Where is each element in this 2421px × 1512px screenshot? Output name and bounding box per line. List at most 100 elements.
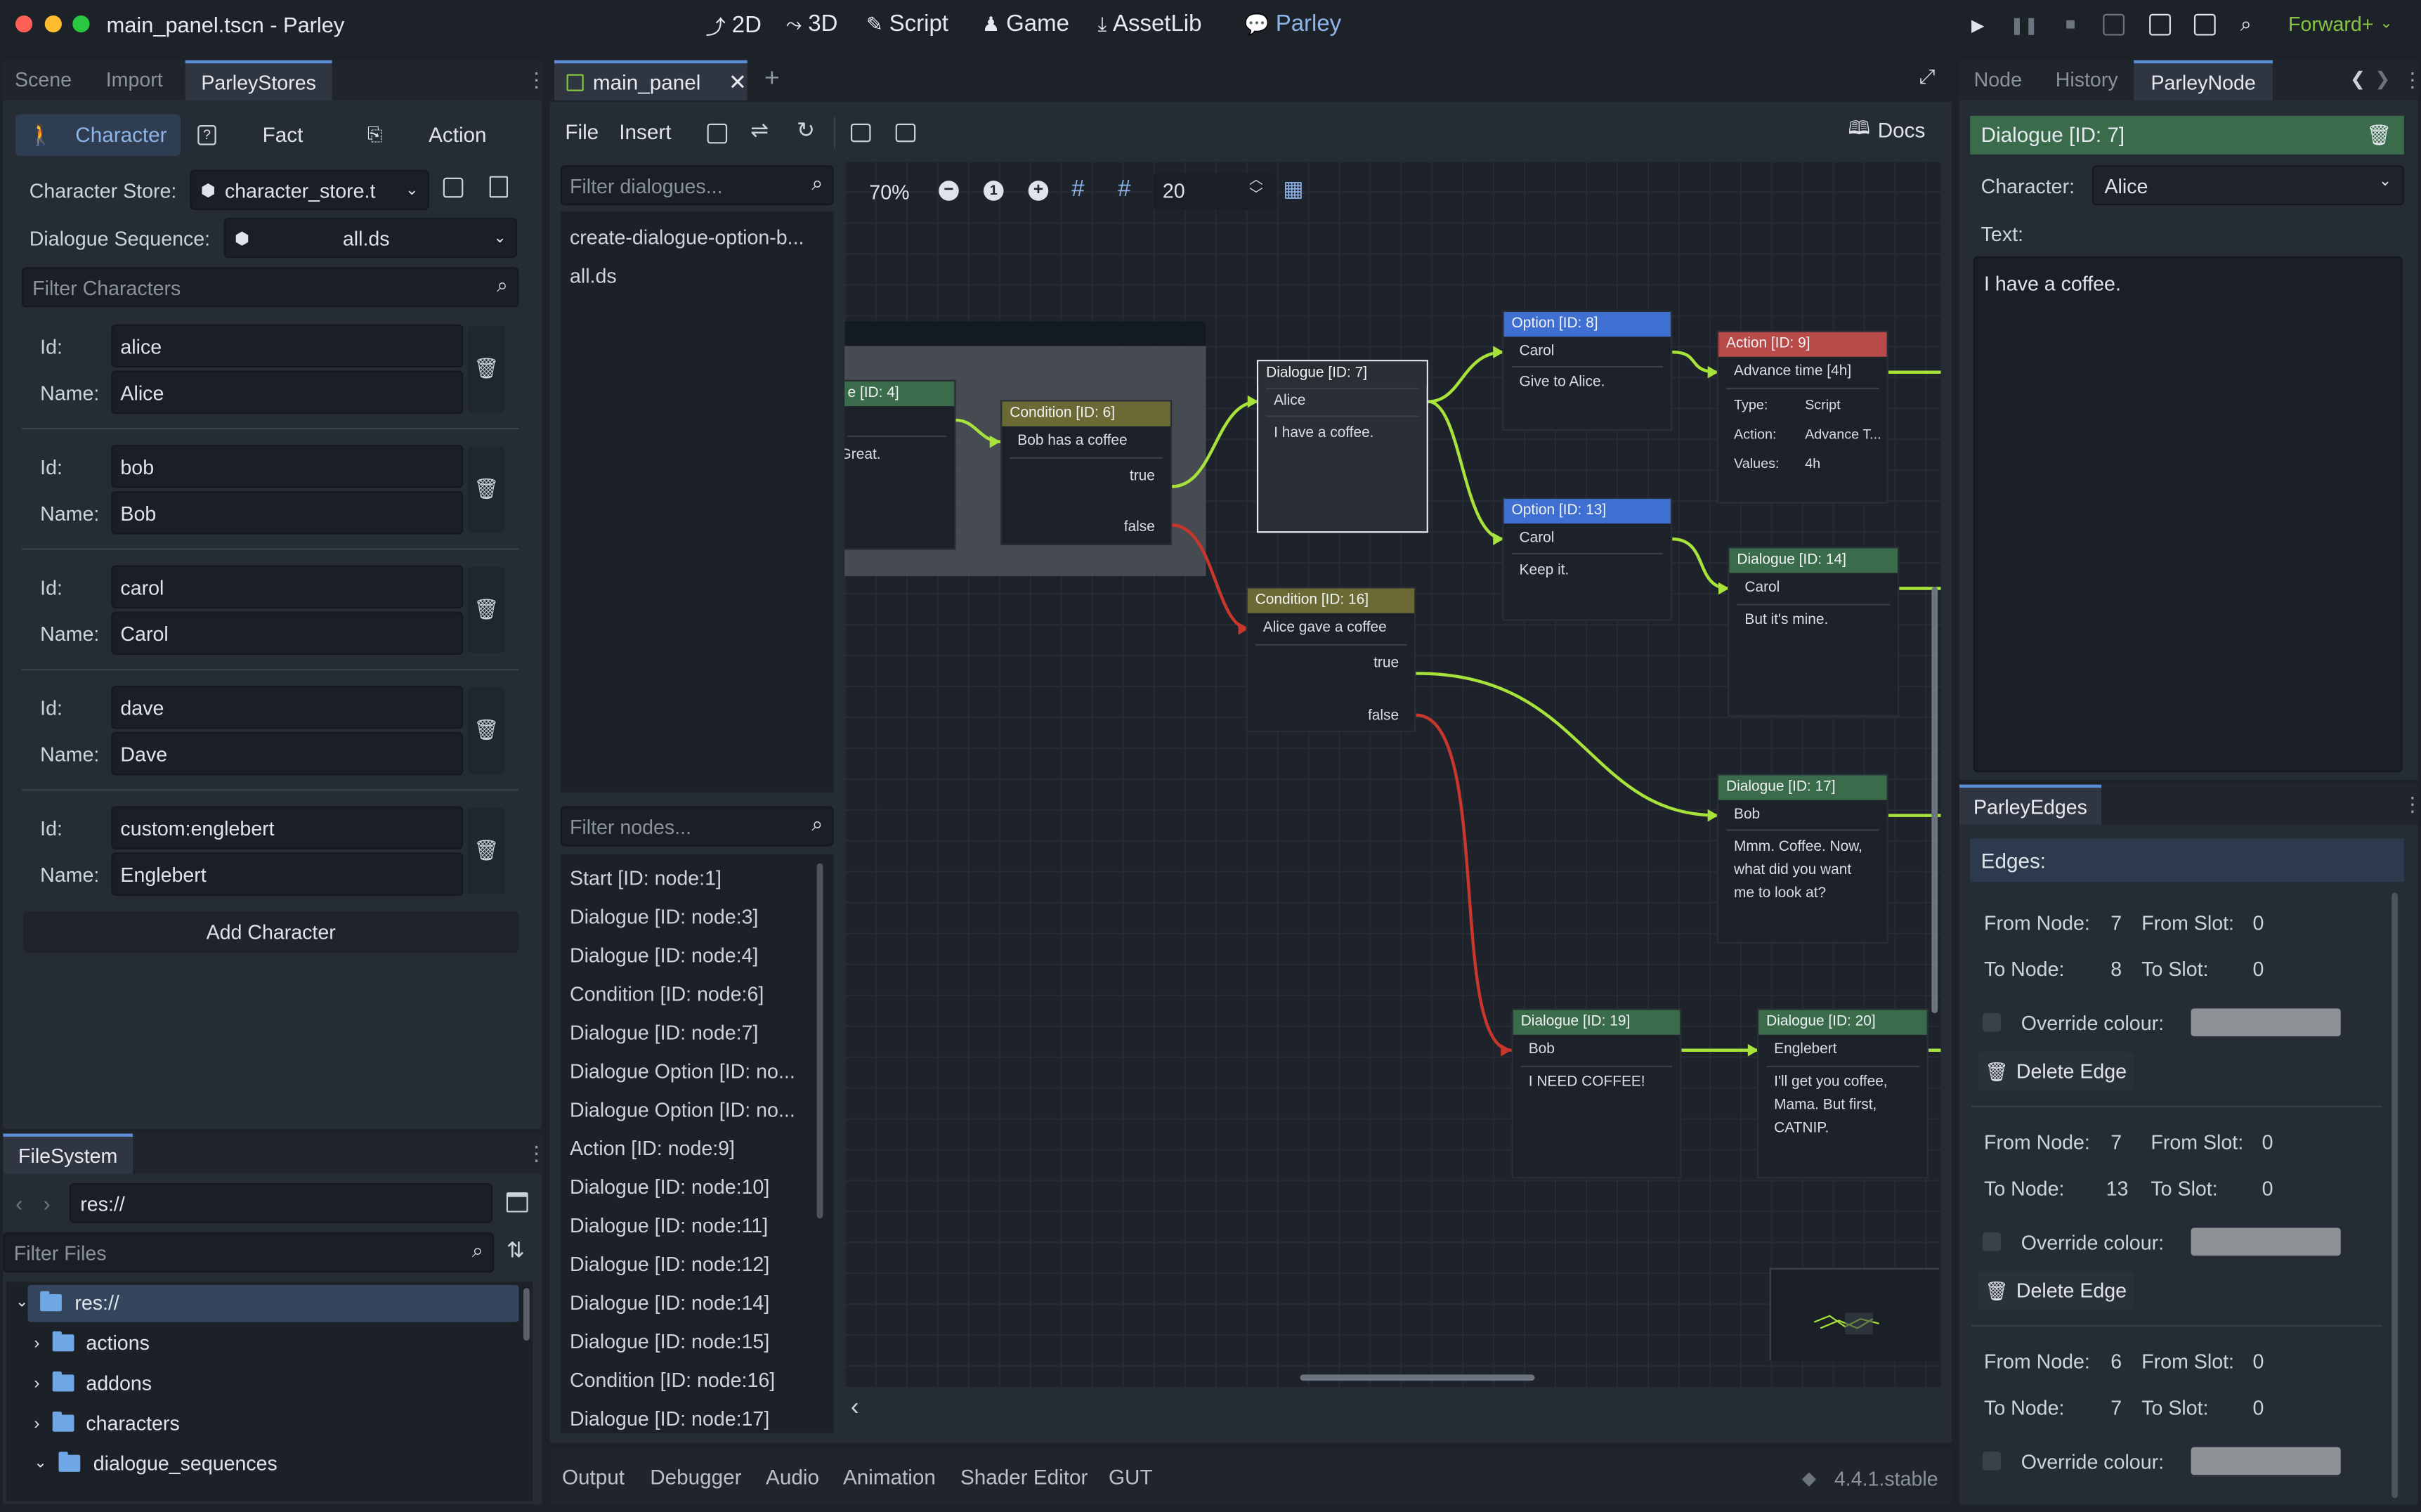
collapse-sidebar-icon[interactable]: ‹ — [851, 1395, 859, 1423]
save-store-icon[interactable] — [443, 178, 464, 198]
override-checkbox[interactable] — [1983, 1452, 2001, 1470]
tree-item-addons[interactable]: ›addons — [34, 1371, 152, 1395]
export-icon[interactable] — [851, 124, 871, 142]
back-arrow-icon[interactable]: ‹ — [15, 1191, 22, 1216]
node-list-item[interactable]: Dialogue [ID: node:15] — [570, 1330, 769, 1353]
character-name-field[interactable]: Alice — [111, 371, 463, 415]
forward-arrow-icon[interactable]: › — [44, 1191, 51, 1216]
tab-gut[interactable]: GUT — [1109, 1466, 1153, 1489]
character-id-field[interactable]: dave — [111, 686, 463, 729]
tab-shader-editor[interactable]: Shader Editor — [960, 1466, 1088, 1489]
node-list-item[interactable]: Dialogue [ID: node:17] — [570, 1407, 769, 1430]
node-list-item[interactable]: Action [ID: node:9] — [570, 1137, 735, 1160]
dock-right-arrow-icon[interactable]: ❯ — [2375, 68, 2390, 90]
graph-node-dialogue-7[interactable]: Dialogue [ID: 7] Alice I have a coffee. — [1257, 360, 1428, 533]
split-view-icon[interactable] — [507, 1192, 528, 1213]
workspace-3d-button[interactable]: ⤳3D — [786, 11, 838, 37]
arrange-icon[interactable]: ⇌ — [750, 117, 769, 143]
tab-parleynode[interactable]: ParleyNode — [2134, 60, 2273, 100]
graph-node-dialogue-19[interactable]: Dialogue [ID: 19] Bob I NEED COFFEE! — [1512, 1008, 1682, 1178]
tree-item-actions[interactable]: ›actions — [34, 1331, 150, 1355]
filter-nodes-input[interactable]: Filter nodes... ⌕ — [561, 806, 834, 846]
delete-edge-button[interactable]: 🗑Delete Edge — [1978, 1271, 2134, 1310]
node-list-item[interactable]: Condition [ID: node:6] — [570, 982, 764, 1005]
minimize-window-button[interactable] — [45, 15, 62, 32]
movie-maker-icon[interactable]: ⌕ — [2240, 13, 2252, 37]
override-checkbox[interactable] — [1983, 1232, 2001, 1251]
graph-node-condition-16[interactable]: Condition [ID: 16] Alice gave a coffee t… — [1246, 587, 1416, 732]
tree-item-dialogue-sequences[interactable]: ⌄dialogue_sequences — [34, 1452, 278, 1475]
workspace-script-button[interactable]: ✎Script — [866, 11, 948, 37]
character-name-field[interactable]: Englebert — [111, 852, 463, 896]
character-name-field[interactable]: Dave — [111, 732, 463, 776]
tab-import[interactable]: Import — [88, 60, 181, 100]
tab-parleystores[interactable]: ParleyStores — [185, 60, 332, 100]
scrollbar[interactable] — [1931, 587, 1938, 1013]
distraction-free-icon[interactable]: ⤢ — [1919, 65, 1936, 89]
tab-filesystem[interactable]: FileSystem — [3, 1133, 133, 1173]
character-name-field[interactable]: Carol — [111, 611, 463, 655]
delete-edge-button[interactable]: 🗑Delete Edge — [1978, 1052, 2134, 1090]
graph-node-dialogue-17[interactable]: Dialogue [ID: 17] Bob Mmm. Coffee. Now, … — [1717, 774, 1888, 944]
tree-item-characters[interactable]: ›characters — [34, 1412, 179, 1435]
minimap[interactable] — [1770, 1268, 1940, 1361]
store-tab-character[interactable]: 🚶Character — [15, 115, 181, 156]
node-list-item[interactable]: Dialogue [ID: node:10] — [570, 1175, 769, 1199]
play-button[interactable]: ▶ — [1967, 14, 1989, 36]
tab-debugger[interactable]: Debugger — [650, 1466, 741, 1489]
character-select[interactable]: Alice ⌄ — [2092, 165, 2404, 205]
tree-item-root[interactable]: ⌄res:// — [15, 1291, 119, 1315]
node-list-item[interactable]: Start [ID: node:1] — [570, 866, 722, 889]
node-list-item[interactable]: Dialogue Option [ID: no... — [570, 1098, 795, 1121]
character-id-field[interactable]: bob — [111, 445, 463, 488]
import-icon[interactable] — [896, 124, 916, 142]
graph-node-action-9[interactable]: Action [ID: 9] Advance time [4h] Type: S… — [1717, 330, 1888, 503]
node-list-item[interactable]: Condition [ID: node:16] — [570, 1369, 775, 1392]
scrollbar[interactable] — [1300, 1374, 1534, 1381]
menu-insert[interactable]: Insert — [619, 120, 671, 143]
node-list-item[interactable]: Dialogue [ID: node:7] — [570, 1021, 758, 1044]
close-icon[interactable]: ✕ — [729, 69, 747, 95]
node-list-item[interactable]: Dialogue [ID: node:4] — [570, 944, 758, 967]
dock-menu-icon[interactable]: ⋮ — [2403, 793, 2421, 817]
dock-menu-icon[interactable]: ⋮ — [526, 1141, 547, 1166]
tab-node[interactable]: Node — [1959, 60, 2037, 100]
dialogue-text-area[interactable]: I have a coffee. — [1973, 256, 2403, 772]
refresh-icon[interactable]: ↻ — [797, 117, 815, 143]
filter-dialogues-input[interactable]: Filter dialogues... ⌕ — [561, 165, 834, 205]
dialogue-list-item[interactable]: all.ds — [570, 264, 617, 287]
stop-button[interactable]: ■ — [2060, 14, 2082, 36]
dialogue-list-item[interactable]: create-dialogue-option-b... — [570, 226, 804, 249]
add-tab-icon[interactable]: + — [764, 63, 780, 94]
filter-files-input[interactable]: Filter Files ⌕ — [3, 1232, 494, 1272]
scrollbar[interactable] — [523, 1288, 530, 1341]
delete-character-button[interactable]: 🗑 — [468, 446, 505, 533]
tab-history[interactable]: History — [2044, 60, 2129, 100]
store-tab-fact[interactable]: ?Fact — [197, 115, 344, 156]
graph-node-dialogue-4[interactable]: e [ID: 4] Great. — [844, 380, 955, 550]
pause-button[interactable]: ❚❚ — [2014, 14, 2035, 36]
dialogue-sequence-select[interactable]: ⬢ all.ds ⌄ — [224, 218, 518, 258]
filter-characters-input[interactable]: Filter Characters ⌕ — [22, 267, 519, 307]
colour-picker[interactable] — [2191, 1008, 2341, 1036]
add-character-button[interactable]: Add Character — [23, 911, 518, 953]
renderer-select[interactable]: Forward+⌄ — [2288, 13, 2393, 36]
tab-parleyedges[interactable]: ParleyEdges — [1959, 785, 2101, 825]
character-id-field[interactable]: alice — [111, 325, 463, 368]
graph-node-option-8[interactable]: Option [ID: 8] Carol Give to Alice. — [1502, 311, 1672, 431]
workspace-parley-button[interactable]: 💬Parley — [1244, 11, 1341, 37]
character-name-field[interactable]: Bob — [111, 491, 463, 535]
maximize-window-button[interactable] — [72, 15, 89, 32]
remote-debug-icon[interactable] — [2103, 14, 2125, 36]
delete-character-button[interactable]: 🗑 — [468, 567, 505, 653]
tab-scene[interactable]: Scene — [3, 60, 83, 100]
scrollbar[interactable] — [2391, 893, 2398, 1499]
graph-node-condition-6[interactable]: Condition [ID: 6] Bob has a coffee true … — [1000, 400, 1172, 545]
new-store-icon[interactable] — [490, 176, 508, 198]
play-custom-scene-icon[interactable] — [2194, 14, 2216, 36]
tab-main-panel[interactable]: main_panel ✕ — [554, 60, 748, 100]
character-id-field[interactable]: carol — [111, 566, 463, 609]
workspace-assetlib-button[interactable]: ⤓AssetLib — [1098, 11, 1202, 37]
docs-button[interactable]: 🕮Docs — [1848, 115, 1926, 147]
scrollbar[interactable] — [817, 863, 823, 1219]
